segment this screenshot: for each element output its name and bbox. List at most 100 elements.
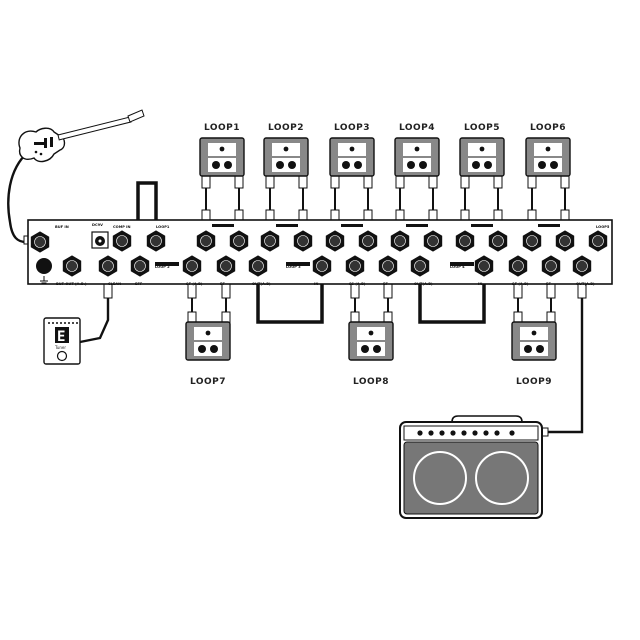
pedal-knob-icon — [283, 146, 289, 152]
jack-loop9-return[interactable] — [541, 255, 561, 277]
label-eff: EFF — [135, 282, 143, 286]
jack-loop9-send[interactable] — [508, 255, 528, 277]
pedal-label: LOOP2 — [268, 123, 304, 133]
jack-loop8-return[interactable] — [378, 255, 398, 277]
label-buf-out: BUF OUT (A.B.) — [56, 282, 87, 286]
pedal-label: LOOP6 — [530, 123, 566, 133]
footswitch-icon[interactable] — [407, 161, 415, 169]
footswitch-icon[interactable] — [224, 161, 232, 169]
label-loop1-jack: LOOP1 — [156, 225, 170, 229]
jack-loop8-send[interactable] — [345, 255, 365, 277]
footswitch-icon[interactable] — [212, 161, 220, 169]
footswitch-icon[interactable] — [419, 161, 427, 169]
footswitch-icon[interactable] — [550, 161, 558, 169]
jack-loop2-send[interactable] — [260, 230, 280, 252]
jack-loop1-send[interactable] — [196, 230, 216, 252]
jack-loop3-send[interactable] — [325, 230, 345, 252]
jack-comp-in[interactable] — [112, 230, 132, 252]
jack-buf-out[interactable] — [62, 255, 82, 277]
pedal-loop4[interactable]: LOOP4 — [394, 123, 440, 177]
footswitch-icon[interactable] — [472, 161, 480, 169]
jack-loop6-return[interactable] — [555, 230, 575, 252]
tuner-note: E — [57, 329, 65, 345]
tuner-leds — [48, 322, 78, 324]
jack-loop6-send[interactable] — [522, 230, 542, 252]
pedal-loop9[interactable]: LOOP9 — [511, 321, 557, 387]
cable-top-jumper — [136, 181, 158, 240]
amp-speaker-left — [413, 451, 467, 505]
jack-out-c[interactable] — [572, 255, 592, 277]
pedal-label: LOOP3 — [334, 123, 370, 133]
pedal-label: LOOP7 — [190, 377, 226, 387]
jack-eff[interactable] — [130, 255, 150, 277]
footswitch-icon[interactable] — [276, 161, 284, 169]
label-sf-a: SF (A.B) — [186, 282, 203, 286]
jack-loop4-send[interactable] — [390, 230, 410, 252]
label-in-b: IN — [478, 282, 482, 286]
jack-clean[interactable] — [98, 255, 118, 277]
jack-in-b[interactable] — [474, 255, 494, 277]
jack-loop1[interactable] — [146, 230, 166, 252]
footswitch-icon[interactable] — [361, 345, 369, 353]
amp-speaker-right — [475, 451, 529, 505]
jack-loop7-send[interactable] — [182, 255, 202, 277]
footswitch-icon[interactable] — [210, 345, 218, 353]
footswitch-icon[interactable] — [198, 345, 206, 353]
tuner: E Tuner — [43, 317, 81, 365]
jack-loop2-return[interactable] — [293, 230, 313, 252]
amp-knobs[interactable] — [417, 430, 515, 436]
label-buf-in: BUF IN — [55, 225, 69, 229]
pedal-knob-icon — [545, 146, 551, 152]
label-ef-b: EF — [383, 282, 388, 286]
jack-out-right[interactable] — [588, 230, 608, 252]
guitar-icon — [18, 109, 145, 163]
footswitch-icon[interactable] — [524, 345, 532, 353]
jack-loop3-return[interactable] — [358, 230, 378, 252]
pedal-loop8[interactable]: LOOP8 — [348, 321, 394, 387]
pedal-label: LOOP8 — [353, 377, 389, 387]
footswitch-icon[interactable] — [342, 161, 350, 169]
jack-loop5-return[interactable] — [488, 230, 508, 252]
pedal-knob-icon — [205, 330, 211, 336]
footswitch-icon[interactable] — [484, 161, 492, 169]
jack-loop7-return[interactable] — [216, 255, 236, 277]
pedal-label: LOOP5 — [464, 123, 500, 133]
footswitch-icon[interactable] — [288, 161, 296, 169]
footswitch-icon[interactable] — [373, 345, 381, 353]
ground-icon — [40, 276, 48, 284]
pedal-loop1[interactable]: LOOP1 — [199, 123, 245, 177]
pedal-knob-icon — [219, 146, 225, 152]
pedal-loop7[interactable]: LOOP7 — [185, 321, 231, 387]
pedal-loop6[interactable]: LOOP6 — [525, 123, 571, 177]
cable-guitar-to-buf-in — [7, 150, 30, 244]
jack-loop5-send[interactable] — [455, 230, 475, 252]
jack-loop4-return[interactable] — [423, 230, 443, 252]
cable-jumper-b — [418, 274, 486, 324]
pedal-label: LOOP1 — [204, 123, 240, 133]
jack-loop1-return[interactable] — [229, 230, 249, 252]
pedal-loop2[interactable]: LOOP2 — [263, 123, 309, 177]
label-comp-in: COMP IN — [113, 225, 131, 229]
label-loop2-jack: LOOP 2 — [155, 265, 170, 269]
jack-out-b[interactable] — [410, 255, 430, 277]
label-ef-c: EF — [546, 282, 551, 286]
footswitch-icon[interactable] — [538, 161, 546, 169]
pedal-loop3[interactable]: LOOP3 — [329, 123, 375, 177]
tuner-label: Tuner — [54, 345, 66, 350]
footswitch-icon[interactable] — [354, 161, 362, 169]
pedal-knob-icon — [414, 146, 420, 152]
label-out-b: OUT(A.B) — [414, 282, 433, 286]
pedal-knob-icon — [349, 146, 355, 152]
tuner-footswitch[interactable] — [56, 350, 68, 362]
label-ef-a: EF — [220, 282, 225, 286]
pedal-loop5[interactable]: LOOP5 — [459, 123, 505, 177]
amplifier — [399, 415, 543, 519]
jack-in-a[interactable] — [312, 255, 332, 277]
dc-jack[interactable] — [91, 231, 109, 249]
footswitch-icon[interactable] — [536, 345, 544, 353]
ground-knob[interactable] — [36, 258, 52, 274]
pedal-knob-icon — [531, 330, 537, 336]
jack-out-a[interactable] — [248, 255, 268, 277]
jack-buf-in[interactable] — [30, 231, 50, 253]
